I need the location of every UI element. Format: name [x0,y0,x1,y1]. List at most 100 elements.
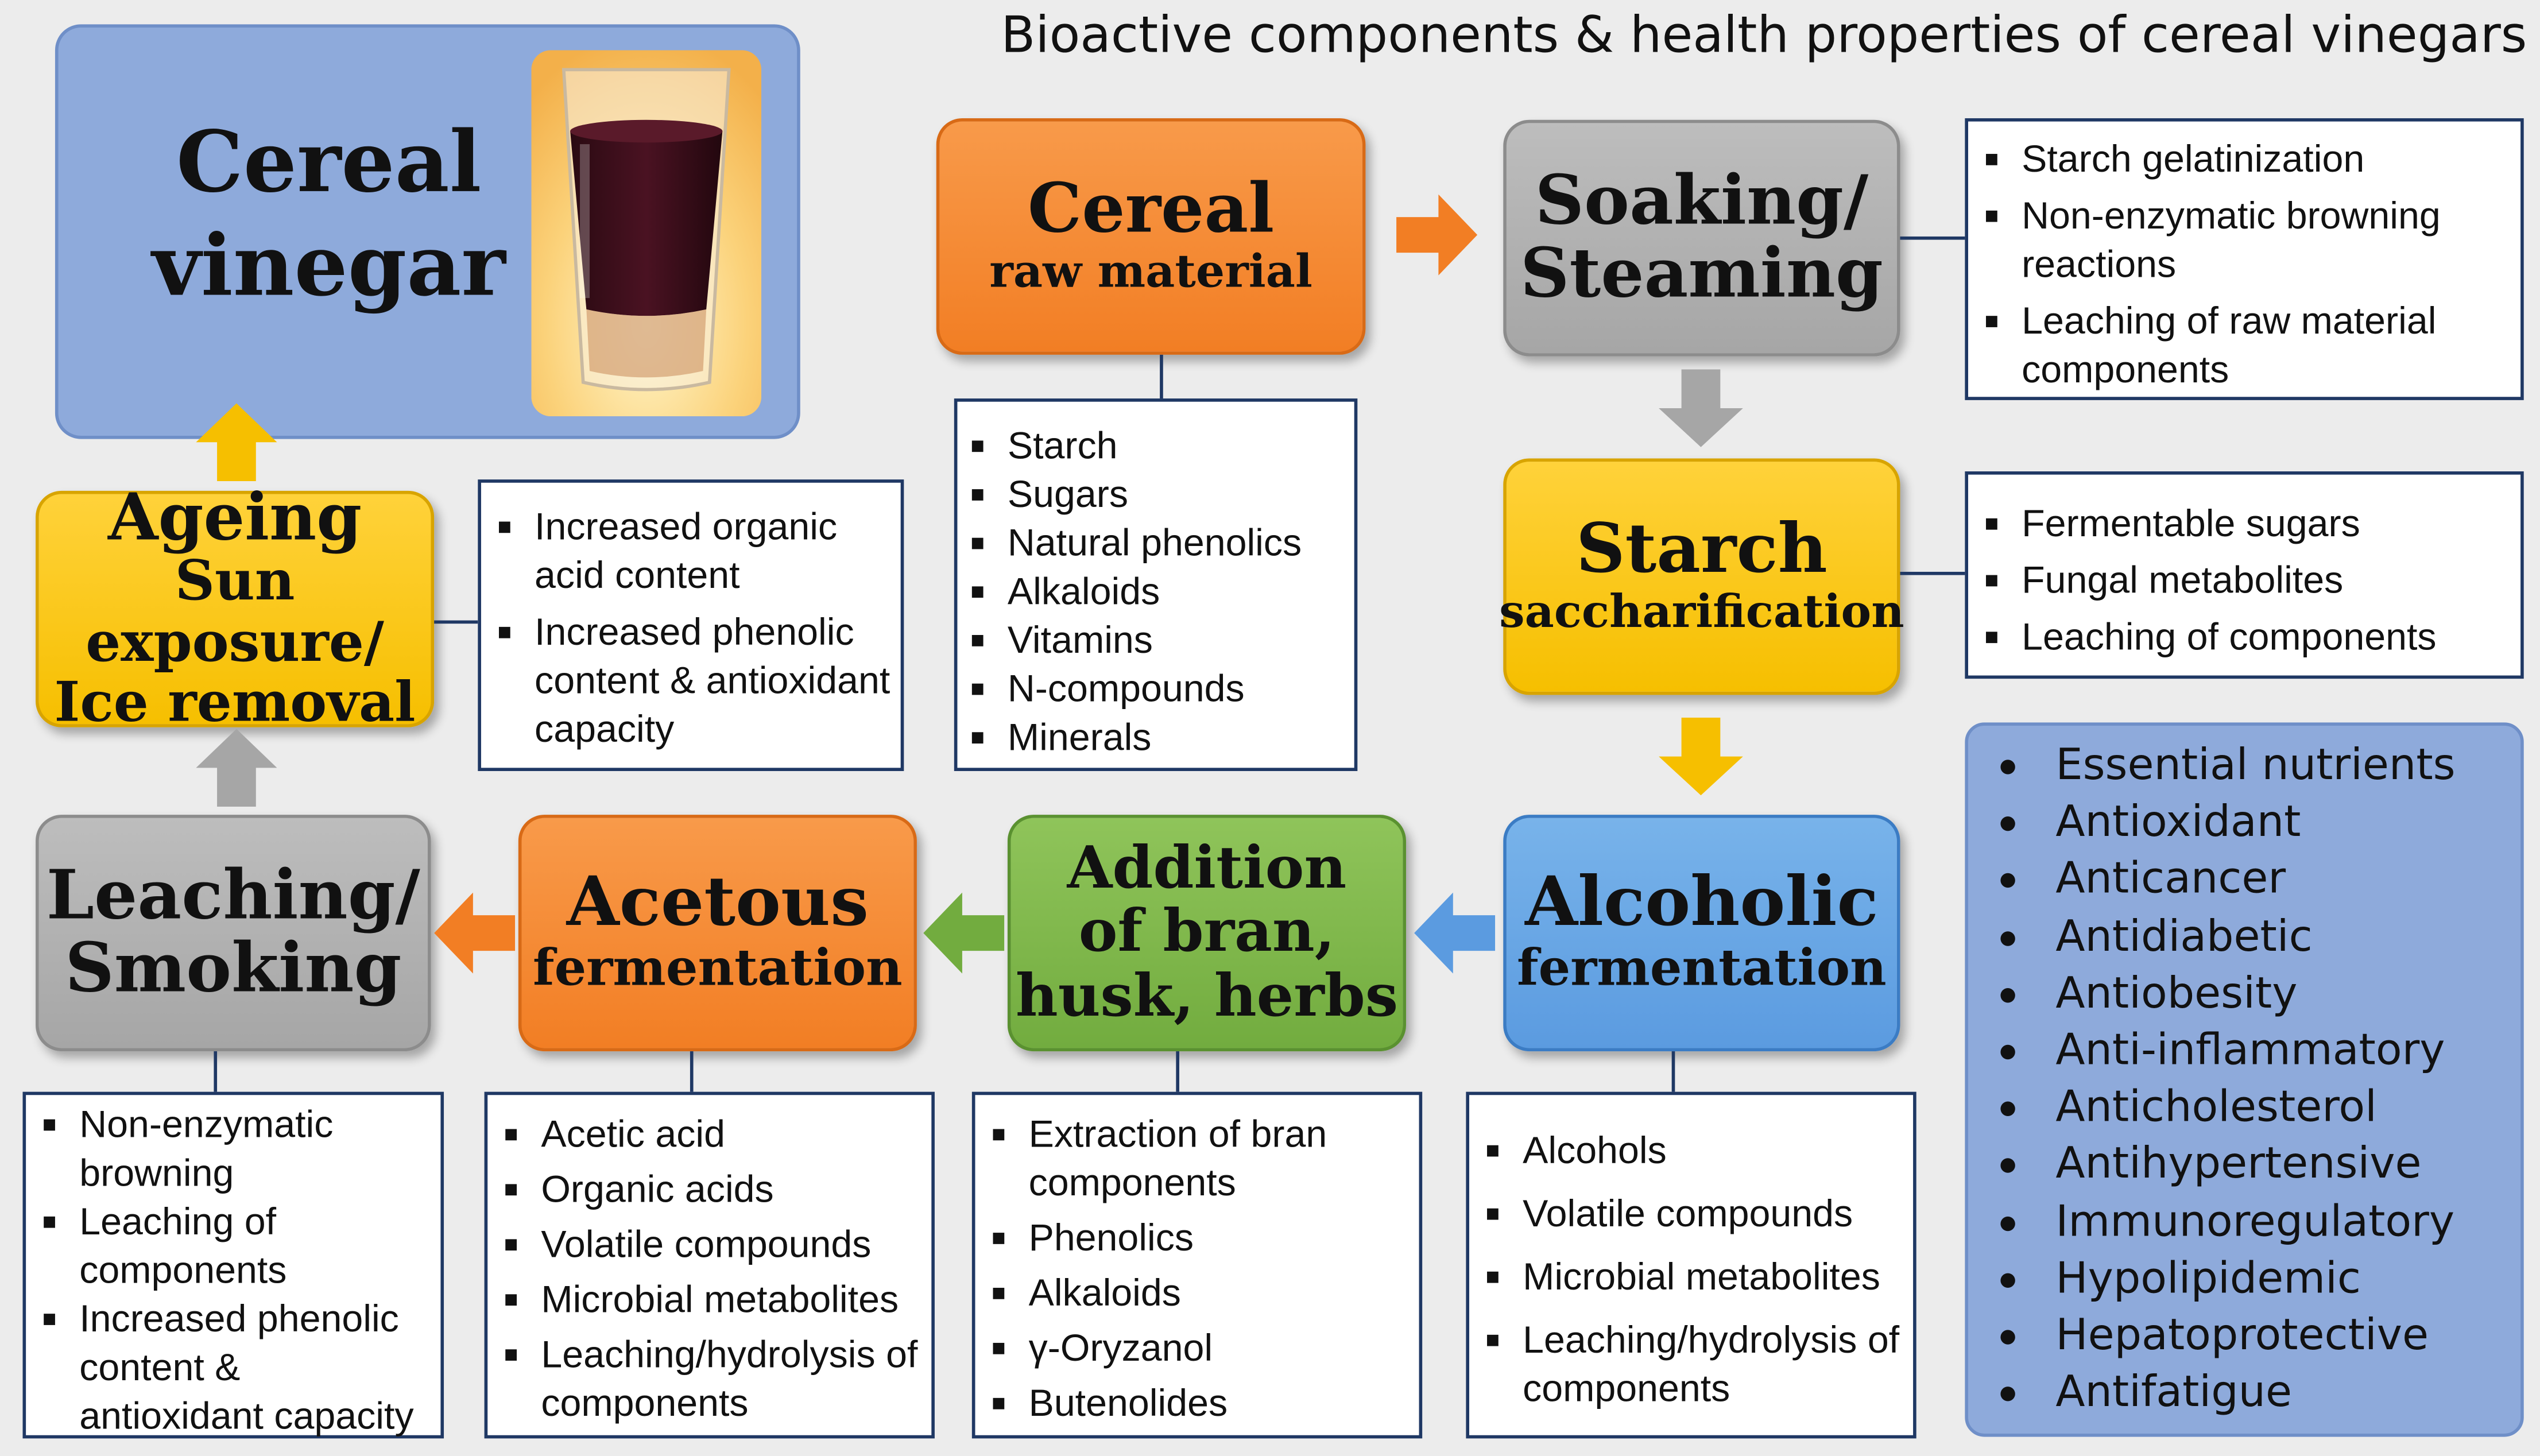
arrow-left-icon [434,892,516,974]
list-item: Fermentable sugars [1972,499,2511,548]
step-ageing-line2: Sun exposure/ [86,549,384,675]
step-starch-title: Starch [1575,508,1827,588]
addition-components-box: Extraction of bran components Phenolics … [971,1091,1423,1439]
list-item: Organic acids [491,1165,925,1214]
list-item: Volatile compounds [1473,1189,1903,1238]
step-addition-bran-husk-herbs: Addition of bran, husk, herbs [1007,815,1406,1052]
list-item: Alcohols [1473,1126,1903,1175]
page-title: Bioactive components & health properties… [1001,6,2527,65]
list-item: Vitamins [957,615,1344,664]
soaking-components-box: Starch gelatinization Non-enzymatic brow… [1965,118,2524,400]
list-item: Leaching/hydrolysis of components [1473,1315,1903,1412]
step-leaching-line2: Smoking [65,928,402,1008]
step-alcoholic-title: Alcoholic [1525,862,1879,942]
step-cereal-title: Cereal [1027,168,1275,248]
step-acetous-title: Acetous [566,862,869,942]
health-properties-list: Essential nutrients Antioxidant Anticanc… [1968,737,2514,1422]
list-item: Antioxidant [1968,794,2514,851]
step-ageing-line3: Ice removal [54,670,416,735]
list-item: Immunoregulatory [1968,1193,2514,1250]
leaching-components-list: Non-enzymatic browning Leaching of compo… [29,1100,434,1440]
starch-components-box: Fermentable sugars Fungal metabolites Le… [1965,471,2524,679]
list-item: Anti-inflammatory [1968,1022,2514,1079]
list-item: Alkaloids [957,567,1344,615]
alcoholic-components-list: Alcohols Volatile compounds Microbial me… [1473,1126,1903,1412]
step-addition-line2: of bran, [1078,897,1335,966]
cereal-vinegar-line1: Cereal [176,113,482,212]
list-item: Non-enzymatic browning reactions [1972,191,2508,288]
list-item: Hypolipidemic [1968,1250,2514,1307]
list-item: Anticancer [1968,851,2514,908]
list-item: Increased phenolic content & antioxidant… [485,607,895,753]
alcoholic-components-box: Alcohols Volatile compounds Microbial me… [1466,1091,1916,1439]
arrow-down-icon [1659,717,1743,796]
list-item: Extraction of bran components [978,1110,1409,1207]
step-acetous-fermentation: Acetous fermentation [518,815,917,1052]
list-item: Leaching/hydrolysis of components [491,1330,925,1427]
list-item: Essential nutrients [1968,737,2514,794]
acetous-components-list: Acetic acid Organic acids Volatile compo… [491,1110,925,1427]
list-item: Microbial metabolites [491,1275,925,1323]
connector-line [1176,1051,1179,1092]
list-item: γ-Oryzanol [978,1323,1409,1372]
acetous-components-box: Acetic acid Organic acids Volatile compo… [484,1091,935,1439]
ageing-components-list: Increased organic acid content Increased… [485,502,895,753]
leaching-components-box: Non-enzymatic browning Leaching of compo… [22,1091,444,1440]
step-leaching-line1: Leaching/ [46,856,420,936]
step-leaching-smoking: Leaching/ Smoking [36,815,431,1052]
list-item: Starch gelatinization [1972,134,2508,183]
list-item: Phenolics [978,1213,1409,1262]
list-item: Butenolides [978,1378,1409,1427]
cereal-vinegar-line2: vinegar [152,218,506,317]
connector-line [214,1051,218,1092]
connector-line [1671,1051,1675,1092]
step-cereal-raw-material: Cereal raw material [936,118,1366,355]
list-item: Fungal metabolites [1972,556,2511,605]
step-alcoholic-fermentation: Alcoholic fermentation [1503,815,1900,1052]
step-cereal-subtitle: raw material [989,245,1312,299]
connector-line [1160,354,1163,400]
list-item: Leaching of components [1972,612,2511,661]
step-soaking-line1: Soaking/ [1535,161,1869,241]
arrow-right-icon [1396,194,1478,276]
health-properties-box: Essential nutrients Antioxidant Anticanc… [1965,722,2524,1437]
connector-line [434,620,478,624]
list-item: Natural phenolics [957,518,1344,567]
raw-material-components-box: Starch Sugars Natural phenolics Alkaloid… [954,398,1358,771]
raw-material-components-list: Starch Sugars Natural phenolics Alkaloid… [957,421,1344,761]
list-item: Acetic acid [491,1110,925,1159]
step-alcoholic-subtitle: fermentation [1516,939,1887,998]
arrow-up-icon [196,403,277,481]
connector-line [690,1051,694,1092]
list-item: Sugars [957,470,1344,518]
step-addition-line1: Addition [1067,833,1347,902]
addition-components-list: Extraction of bran components Phenolics … [978,1110,1409,1427]
list-item: Increased organic acid content [485,502,895,599]
arrow-left-icon [923,892,1005,974]
step-soaking-steaming: Soaking/ Steaming [1503,119,1900,357]
arrow-left-icon [1414,892,1496,974]
arrow-down-icon [1659,369,1743,447]
step-addition-line3: husk, herbs [1015,962,1399,1030]
list-item: Anticholesterol [1968,1079,2514,1136]
step-acetous-subtitle: fermentation [532,939,903,998]
arrow-up-icon [196,729,277,807]
cereal-vinegar-panel: Cereal vinegar [55,24,800,439]
list-item: Antihypertensive [1968,1136,2514,1193]
list-item: Microbial metabolites [1473,1252,1903,1301]
starch-components-list: Fermentable sugars Fungal metabolites Le… [1972,499,2511,661]
list-item: Leaching of components [29,1197,434,1294]
list-item: Antidiabetic [1968,908,2514,965]
soaking-components-list: Starch gelatinization Non-enzymatic brow… [1972,134,2508,393]
list-item: Non-enzymatic browning [29,1100,434,1197]
list-item: Volatile compounds [491,1220,925,1269]
connector-line [1900,236,1967,240]
list-item: Minerals [957,712,1344,761]
list-item: Starch [957,421,1344,470]
list-item: Antiobesity [1968,965,2514,1022]
step-ageing: Ageing Sun exposure/ Ice removal [36,482,435,733]
step-starch-saccharification: Starch saccharification [1499,458,1904,695]
list-item: Increased phenolic content & antioxidant… [29,1294,434,1440]
vinegar-glass-image [531,50,762,417]
list-item: Antifatigue [1968,1364,2514,1421]
